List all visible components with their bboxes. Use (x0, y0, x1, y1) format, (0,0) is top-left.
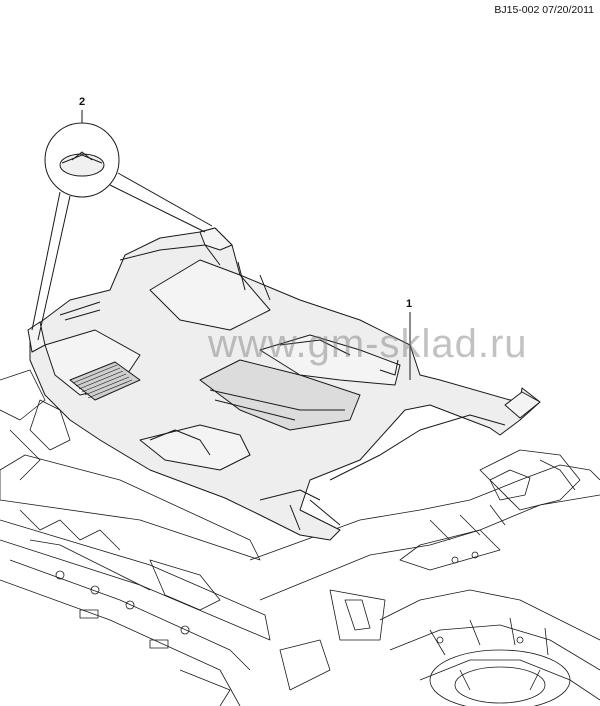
clip-detail-callout (31, 110, 411, 380)
watermark: www.gm-sklad.ru (208, 322, 528, 366)
vehicle-body-frame (0, 369, 600, 706)
callout-1-label: 1 (406, 298, 413, 310)
drawing-code: BJ15-002 07/20/2011 (494, 4, 594, 16)
callout-2-label: 2 (79, 96, 86, 108)
floor-carpet (27, 227, 541, 541)
heel-pad (69, 361, 141, 401)
